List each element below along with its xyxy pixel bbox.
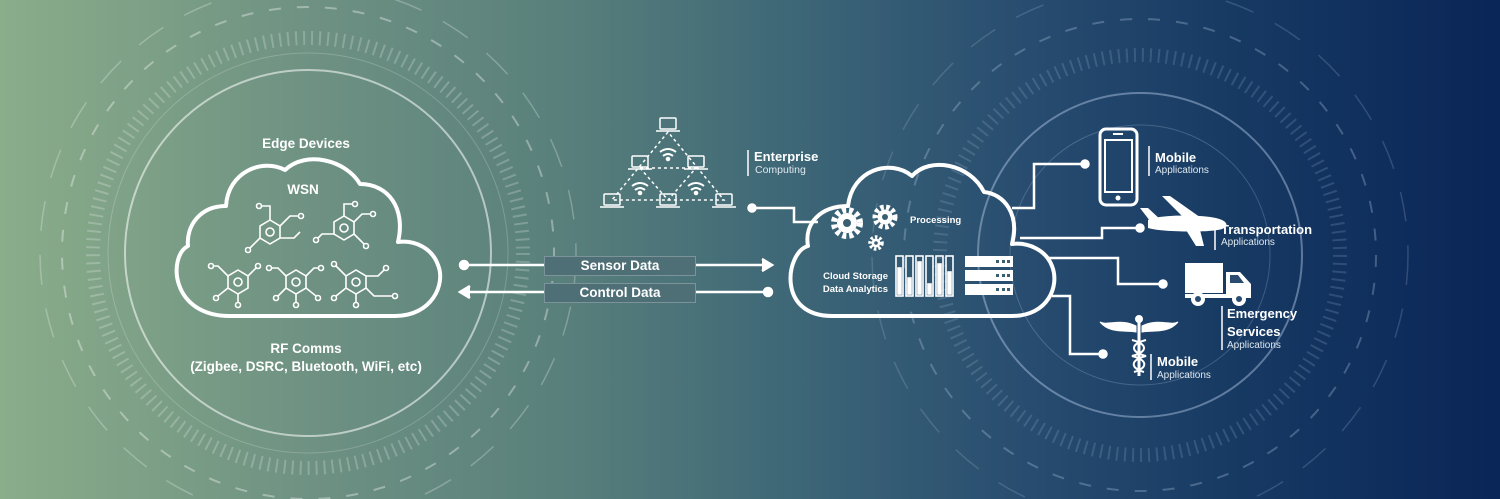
- sensor-node-1: [244, 202, 305, 254]
- laptop-icon: [712, 193, 736, 208]
- cloud-storage-label: Cloud Storage: [823, 271, 888, 282]
- sensor-node-3: [207, 262, 262, 309]
- right-decorative-rings: [871, 0, 1409, 499]
- wifi-icon: [687, 182, 705, 196]
- edge-devices-title: Edge Devices: [262, 136, 350, 151]
- enterprise-title: Enterprise: [754, 149, 819, 164]
- server-stack-icon: [965, 256, 1013, 295]
- laptop-icon: [628, 155, 652, 170]
- gear-icon: [831, 207, 863, 239]
- app-mobile-subtitle: Applications: [1155, 165, 1209, 176]
- app-emergency-title: Emergency: [1227, 306, 1298, 321]
- smartphone-icon: [1098, 127, 1139, 207]
- enterprise-subtitle: Computing: [755, 164, 806, 176]
- processing-label: Processing: [910, 215, 962, 226]
- sensor-node-2: [312, 200, 377, 250]
- enterprise-connector: [747, 203, 818, 224]
- main-cloud-outline: [788, 162, 1057, 318]
- sensor-data-label: Sensor Data: [544, 256, 696, 276]
- wsn-label: WSN: [287, 182, 319, 197]
- enterprise-network: [600, 117, 736, 208]
- laptop-icon: [600, 193, 624, 208]
- app-transportation-subtitle: Applications: [1221, 237, 1275, 248]
- app-mobile2-title: Mobile: [1157, 354, 1199, 369]
- laptop-icon: [656, 193, 680, 208]
- laptop-icon: [684, 155, 708, 170]
- wifi-icon: [659, 148, 677, 162]
- sensor-node-5: [330, 260, 399, 309]
- wifi-icon: [631, 182, 649, 196]
- sensor-node-4: [265, 264, 325, 309]
- app-mobile2-subtitle: Applications: [1157, 370, 1211, 381]
- app-emergency-subtitle: Applications: [1227, 340, 1281, 351]
- gear-icon: [872, 204, 898, 230]
- app-transportation-title: Transportation: [1221, 222, 1313, 237]
- caduceus-icon: [1099, 315, 1179, 376]
- airplane-icon: [1140, 196, 1227, 246]
- gear-icon: [868, 235, 884, 251]
- app-connectors: [1012, 159, 1168, 359]
- wsn-sensor-nodes: [207, 200, 399, 309]
- rf-comms-detail: (Zigbee, DSRC, Bluetooth, WiFi, etc): [190, 359, 422, 374]
- laptop-icon: [656, 117, 680, 132]
- rf-comms-title: RF Comms: [270, 341, 342, 356]
- data-analytics-label: Data Analytics: [822, 284, 888, 295]
- control-data-label: Control Data: [544, 283, 696, 303]
- app-mobile-title: Mobile: [1155, 150, 1197, 165]
- left-decorative-rings: [39, 0, 577, 499]
- edge-cloud-outline: [174, 157, 443, 318]
- truck-icon: [1185, 263, 1251, 306]
- analytics-bars-icon: [895, 255, 954, 297]
- app-emergency-title2: Services: [1227, 324, 1281, 339]
